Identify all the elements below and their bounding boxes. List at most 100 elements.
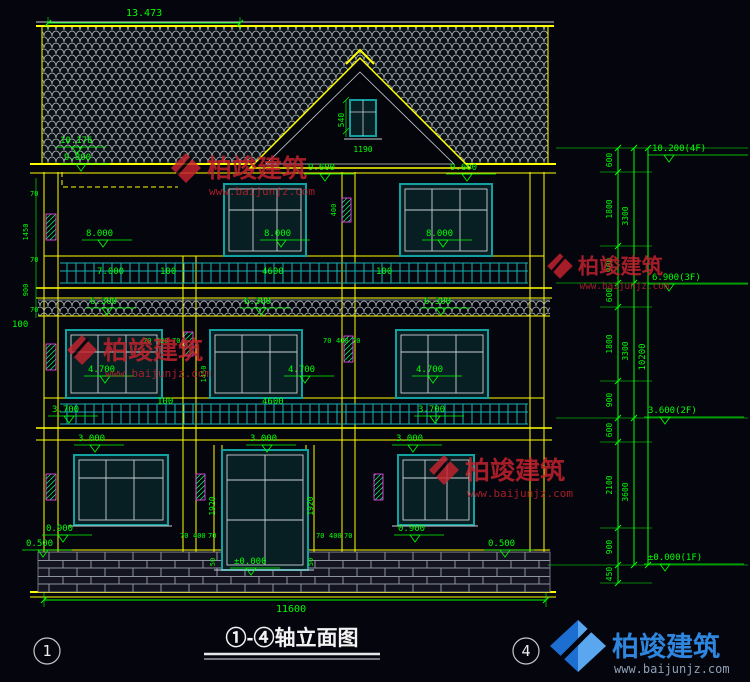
level-mark: 6.300 (86, 297, 136, 316)
watermark-diamond-icon (67, 335, 97, 365)
dim-label: 100 (376, 267, 392, 277)
level-mark: 8.000 (82, 229, 132, 248)
level-mark: 3.000 (392, 434, 442, 453)
watermark-layer: 柏竣建筑 www.baijunjz.com 柏竣建筑 www.baijunjz.com… (67, 153, 670, 500)
dim-label: 10200 (638, 343, 648, 370)
dim-label: 1800 (605, 334, 614, 353)
level-mark: ±0.000(1F) (644, 553, 744, 572)
dim-label: 70 (208, 532, 216, 540)
level-label: 3.000 (250, 434, 277, 444)
level-label: 0.900 (46, 524, 73, 534)
window-2f-center (209, 329, 303, 399)
level-mark: ±0.000 (230, 557, 280, 576)
dim-label: 1450 (200, 366, 208, 383)
dim-label: 1920 (306, 496, 315, 515)
entry-door (214, 449, 314, 571)
title-block: ①-④轴立面图 1 4 (33, 626, 540, 665)
level-mark: 4.700 (412, 365, 462, 384)
axis-bubble-4-label: 4 (521, 642, 530, 660)
level-label: 6.300 (90, 297, 117, 307)
watermark: 柏竣建筑 www.baijunjz.com (547, 253, 670, 292)
window-2f-right (395, 329, 489, 399)
dim-label: 3600 (621, 482, 630, 501)
dim-label: 1190 (353, 145, 372, 154)
level-label: 0.900 (398, 524, 425, 534)
column-hatch-marks (45, 197, 384, 501)
level-mark: 8.000 (422, 229, 472, 248)
watermark-text: 柏竣建筑 (578, 254, 664, 279)
dim-label: 50 (209, 558, 217, 566)
attic-dim-line (342, 96, 350, 137)
level-mark: 4.700 (84, 365, 134, 384)
dim-label: 70 (30, 256, 38, 264)
dim-label: 13.473 (126, 8, 162, 19)
tile-band (38, 299, 550, 317)
dim-label: 70 (180, 532, 188, 540)
window-1f-left (68, 454, 172, 527)
dim-label: 540 (337, 113, 346, 128)
dim-label: 1920 (208, 496, 217, 515)
level-mark: 8.000 (260, 229, 310, 248)
watermark-url: www.baijunjz.com (580, 281, 670, 292)
level-mark: 6.300 (240, 297, 290, 316)
drawing-title: ①-④轴立面图 (226, 626, 359, 650)
level-mark: 3.700 (414, 405, 464, 424)
level-mark: 10.176 (56, 136, 106, 155)
watermark-text: 柏竣建筑 (465, 456, 565, 485)
level-mark: 0.500 (484, 539, 534, 558)
dim-label: 70 (352, 337, 360, 345)
level-mark: 9.600 (446, 163, 496, 182)
dim-label: 1800 (605, 199, 614, 218)
level-mark: 3.700 (48, 405, 98, 424)
watermark-text: 柏竣建筑 (207, 154, 307, 183)
dim-label: 600 (605, 423, 614, 438)
level-label: 3.700 (52, 405, 79, 415)
dim-label: 70 (172, 337, 180, 345)
watermark-url: www.baijunjz.com (105, 367, 211, 380)
brand-url: www.baijunjz.com (614, 662, 730, 676)
level-label: 6.300 (424, 297, 451, 307)
watermark-diamond-slash (551, 255, 567, 272)
dim-label: 600 (605, 153, 614, 168)
level-label: 4.700 (88, 365, 115, 375)
level-label: 10.200(4F) (652, 144, 706, 154)
dim-label: 2100 (605, 475, 614, 494)
level-label: 4.700 (416, 365, 443, 375)
dim-label: 400 (329, 532, 342, 540)
dimension-lines (35, 17, 748, 607)
level-mark: 9.600 (304, 163, 354, 182)
dim-label: 4600 (262, 267, 284, 277)
dim-label: 3300 (621, 341, 630, 360)
dim-label: 3300 (621, 206, 630, 225)
level-label: 10.176 (60, 136, 93, 146)
dim-label: 900 (605, 258, 614, 273)
level-label: 0.500 (26, 539, 53, 549)
axis-bubble-1 (33, 637, 61, 665)
axis-bubble-1-label: 1 (42, 642, 51, 660)
dim-label: 50 (307, 558, 315, 566)
window-3f-left (223, 183, 307, 257)
level-mark: 10.200(4F) (648, 144, 748, 163)
level-mark: 4.700 (284, 365, 334, 384)
level-label: 9.600 (450, 163, 477, 173)
level-label: 8.000 (86, 229, 113, 239)
dim-label: 70 (344, 532, 352, 540)
level-label: ±0.000 (234, 557, 267, 567)
watermark-diamond-icon (547, 253, 573, 279)
level-label: 3.000 (396, 434, 423, 444)
watermark-diamond-slash (175, 156, 194, 175)
dim-label: 70 (30, 190, 38, 198)
watermark-diamond-slash (433, 458, 452, 477)
axis-bubble-4 (512, 637, 540, 665)
level-mark: 9.800 (60, 153, 110, 172)
level-label: 8.000 (426, 229, 453, 239)
watermark-diamond-slash (71, 338, 90, 357)
dim-label: 70 (316, 532, 324, 540)
level-mark: 0.900 (394, 524, 444, 543)
level-label: 3.000 (78, 434, 105, 444)
dim-label: 4600 (262, 397, 284, 407)
level-label: ±0.000(1F) (648, 553, 702, 563)
